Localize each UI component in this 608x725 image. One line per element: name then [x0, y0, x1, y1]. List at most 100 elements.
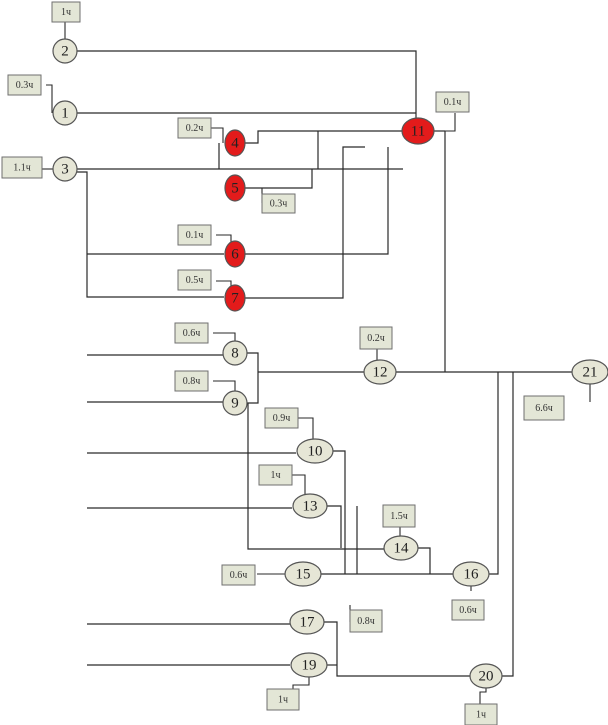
node-number: 11 — [411, 124, 425, 140]
duration-box — [1, 156, 43, 179]
duration-box — [451, 599, 485, 621]
dependency-line — [247, 403, 384, 550]
duration-text: 6.6ч — [535, 403, 553, 414]
node-number: 10 — [308, 444, 323, 460]
node-14: 14 — [383, 535, 419, 561]
node-19: 19 — [290, 652, 328, 678]
duration-connectors — [41, 22, 591, 704]
node-ellipse — [224, 129, 246, 157]
node-number: 21 — [583, 365, 598, 381]
duration-label-node-12: 0.2ч — [359, 326, 393, 350]
dependency-line — [246, 372, 259, 404]
duration-box — [523, 395, 565, 421]
node-13: 13 — [292, 493, 328, 519]
duration-box — [174, 370, 209, 392]
duration-label-node-14: 1.5ч — [382, 504, 416, 528]
duration-connector — [434, 113, 456, 132]
node-number: 14 — [394, 541, 410, 557]
node-ellipse — [296, 438, 334, 464]
duration-text: 1.1ч — [13, 163, 31, 174]
node-number: 15 — [296, 567, 311, 583]
duration-box — [264, 407, 299, 429]
duration-connector — [211, 127, 224, 143]
duration-text: 1ч — [278, 695, 288, 706]
node-2: 2 — [52, 38, 78, 64]
node-ellipse — [224, 284, 246, 312]
duration-text: 0.1ч — [186, 230, 204, 241]
node-number: 16 — [464, 567, 480, 583]
duration-label-node-2: 1ч — [51, 1, 81, 23]
dependency-line — [75, 171, 224, 298]
node-ellipse — [469, 663, 503, 689]
dependency-line — [245, 169, 313, 189]
node-4: 4 — [224, 129, 246, 157]
duration-label-node-20: 1ч — [464, 703, 498, 725]
dependency-line — [333, 450, 346, 574]
node-5: 5 — [224, 174, 246, 202]
dependency-line — [246, 352, 259, 372]
node-number: 8 — [231, 346, 239, 362]
duration-text: 0.5ч — [186, 275, 204, 286]
dependency-line — [324, 621, 470, 677]
node-number: 4 — [231, 136, 239, 152]
duration-text: 0.3ч — [16, 80, 34, 91]
duration-text: 0.3ч — [270, 199, 288, 210]
duration-label-node-13: 1ч — [258, 464, 293, 486]
duration-text: 0.6ч — [183, 328, 201, 339]
duration-connector — [292, 474, 306, 494]
node-number: 6 — [231, 247, 239, 263]
node-12: 12 — [363, 359, 397, 385]
duration-box — [435, 91, 470, 113]
duration-label-node-16: 0.6ч — [451, 599, 485, 621]
node-ellipse — [289, 609, 325, 635]
duration-box — [359, 326, 393, 350]
duration-box — [266, 688, 300, 711]
dependency-line — [245, 146, 365, 299]
duration-box — [7, 74, 42, 96]
duration-text: 0.2ч — [367, 333, 385, 344]
duration-label-node-4: 0.2ч — [177, 117, 212, 139]
node-number: 7 — [231, 291, 239, 307]
node-ellipse — [292, 493, 328, 519]
dependency-line — [245, 147, 389, 255]
node-10: 10 — [296, 438, 334, 464]
node-ellipse — [452, 561, 490, 587]
node-number: 5 — [231, 181, 239, 197]
duration-text: 1ч — [270, 470, 280, 481]
duration-text: 1ч — [61, 7, 71, 18]
node-6: 6 — [224, 240, 246, 268]
duration-label-node-3: 1.1ч — [1, 156, 43, 179]
duration-text: 0.8ч — [357, 616, 375, 627]
node-21: 21 — [571, 359, 608, 385]
node-circle — [222, 340, 248, 366]
duration-label-node-15: 0.6ч — [221, 564, 256, 586]
duration-box — [349, 609, 383, 633]
duration-label-node-10: 0.9ч — [264, 407, 299, 429]
duration-text: 0.2ч — [186, 123, 204, 134]
dependency-line — [418, 547, 431, 574]
dependency-line — [245, 130, 402, 144]
duration-connector — [46, 84, 53, 113]
node-ellipse — [571, 359, 608, 385]
node-15: 15 — [284, 561, 322, 587]
duration-label-node-1: 0.3ч — [7, 74, 42, 96]
node-number: 19 — [302, 658, 317, 674]
duration-label-node-21: 6.6ч — [523, 395, 565, 421]
node-circle — [52, 38, 78, 64]
duration-label-node-6: 0.1ч — [177, 224, 212, 246]
duration-box — [261, 193, 296, 214]
duration-text: 0.9ч — [273, 413, 291, 424]
duration-box — [221, 564, 256, 586]
node-number: 17 — [300, 615, 316, 631]
duration-label-node-7: 0.5ч — [177, 269, 212, 291]
duration-box — [177, 117, 212, 139]
duration-connector — [479, 688, 487, 704]
node-ellipse — [224, 174, 246, 202]
dependency-line — [75, 50, 417, 119]
duration-box — [382, 504, 416, 528]
dependency-lines — [75, 50, 572, 677]
node-number: 13 — [303, 499, 318, 515]
duration-box — [258, 464, 293, 486]
